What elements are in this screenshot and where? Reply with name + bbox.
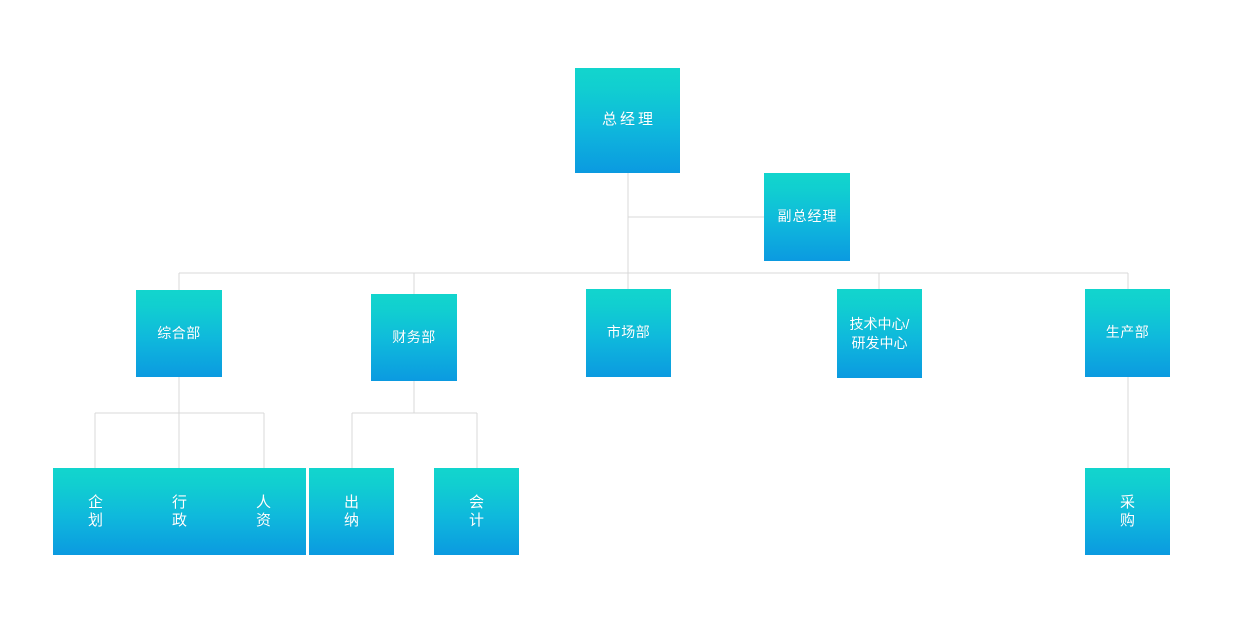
node-general-manager[interactable]: 总经理: [575, 68, 680, 173]
node-label-general-affairs-department: 综合部: [157, 324, 201, 341]
node-label-human-resources: 人资: [256, 493, 272, 529]
node-cashier[interactable]: 出纳: [309, 468, 394, 555]
node-label-finance-department: 财务部: [392, 328, 436, 345]
node-label-technology-rd-center-line1: 技术中心/: [849, 315, 910, 332]
node-procurement[interactable]: 采购: [1085, 468, 1170, 555]
node-planning[interactable]: 企划: [53, 468, 138, 555]
node-label-deputy-general-manager: 副总经理: [777, 208, 838, 225]
node-accounting[interactable]: 会计: [434, 468, 519, 555]
node-finance-department[interactable]: 财务部: [371, 294, 457, 381]
node-label-production-department: 生产部: [1105, 324, 1150, 341]
node-label-general-manager: 总经理: [601, 111, 656, 129]
node-technology-rd-center[interactable]: 技术中心/ 研发中心: [837, 289, 922, 378]
node-label-marketing-department: 市场部: [606, 324, 651, 341]
node-label-technology-rd-center: 技术中心/ 研发中心: [850, 315, 910, 353]
node-administration[interactable]: 行政: [137, 468, 222, 555]
node-production-department[interactable]: 生产部: [1085, 289, 1170, 377]
node-label-technology-rd-center-line2: 研发中心: [851, 334, 908, 351]
node-marketing-department[interactable]: 市场部: [586, 289, 671, 377]
node-general-affairs-department[interactable]: 综合部: [136, 290, 222, 377]
node-deputy-general-manager[interactable]: 副总经理: [764, 173, 850, 261]
node-label-administration: 行政: [172, 493, 188, 529]
node-label-cashier: 出纳: [344, 493, 360, 529]
node-label-procurement: 采购: [1120, 493, 1136, 529]
node-label-accounting: 会计: [469, 493, 485, 529]
node-label-planning: 企划: [88, 493, 104, 529]
node-human-resources[interactable]: 人资: [221, 468, 306, 555]
